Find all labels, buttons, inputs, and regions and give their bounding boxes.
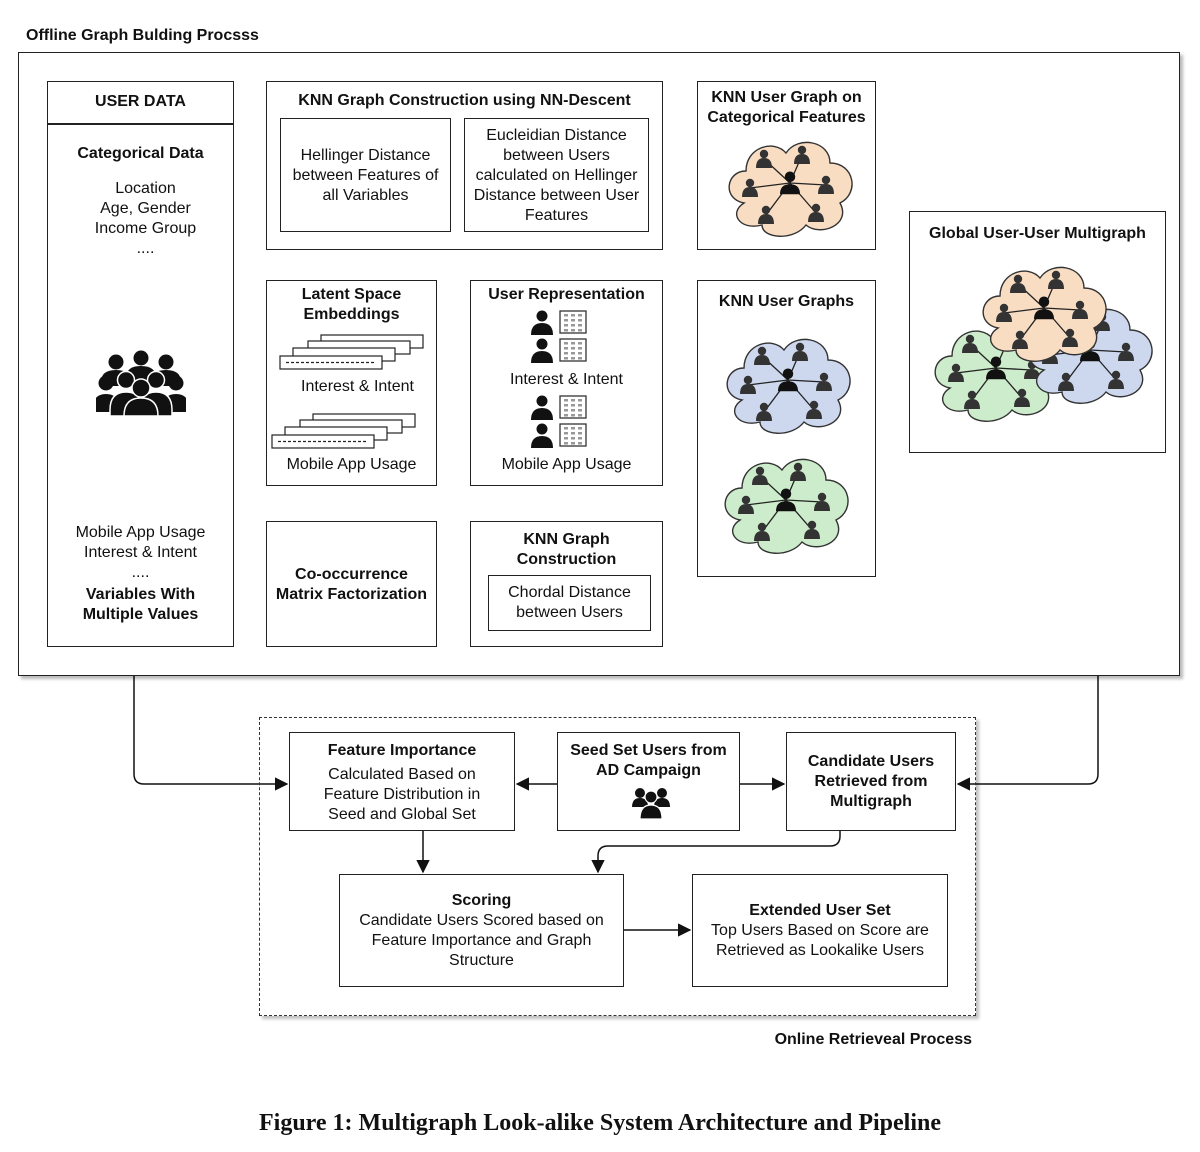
extended-user-set-box <box>692 874 948 987</box>
candidate-users-title: Candidate Users Retrieved from Multigrap… <box>807 753 935 810</box>
feature-importance-body: Calculated Based on Feature Distribution… <box>323 766 481 823</box>
arrow-userdata-to-feature-importance <box>133 647 289 791</box>
categorical-data-items: Location Age, Gender Income Group .... <box>94 180 197 257</box>
latent-embeddings-title: Latent Space Embeddings <box>301 286 402 323</box>
offline-section-title: Offline Graph Bulding Procsss <box>26 27 259 44</box>
knn-nn-descent-title: KNN Graph Construction using NN-Descent <box>298 92 631 109</box>
embedding-stack-icon <box>278 333 428 382</box>
embedding-stack-icon <box>270 412 420 461</box>
chordal-distance-text: Chordal Distance between Users <box>508 584 631 621</box>
person-vector-icon <box>530 309 594 340</box>
latent-embeddings-box <box>266 280 437 486</box>
extended-user-set-body: Top Users Based on Score are Retrieved a… <box>711 922 929 959</box>
scoring-box <box>339 874 624 987</box>
candidate-users-box <box>786 732 956 831</box>
latent-label-interest: Interest & Intent <box>301 378 414 395</box>
hellinger-distance-text: Hellinger Distance between Features of a… <box>292 147 439 204</box>
user-data-header: USER DATA <box>95 93 186 110</box>
extended-user-set-title: Extended User Set <box>749 902 891 919</box>
user-rep-label-app-usage: Mobile App Usage <box>501 456 632 473</box>
feature-importance-box <box>289 732 515 831</box>
user-graph-cloud-icon <box>722 133 862 248</box>
euclidean-distance-text: Eucleidian Distance between Users calcul… <box>473 127 640 224</box>
user-group-icon <box>632 785 670 824</box>
global-multigraph-title: Global User-User Multigraph <box>929 225 1146 242</box>
seed-set-title: Seed Set Users from AD Campaign <box>570 742 727 779</box>
knn-categorical-graph-title: KNN User Graph on Categorical Features <box>707 89 866 126</box>
arrow-multigraph-to-candidate <box>956 453 1099 791</box>
feature-importance-title: Feature Importance <box>327 742 477 759</box>
user-graph-cloud-icon <box>720 330 860 445</box>
figure-caption: Figure 1: Multigraph Look-alike System A… <box>259 1110 941 1136</box>
person-vector-icon <box>530 394 594 425</box>
user-representation-title: User Representation <box>488 286 645 303</box>
user-graph-cloud-icon <box>976 258 1116 373</box>
user-rep-label-interest: Interest & Intent <box>510 371 623 388</box>
latent-label-app-usage: Mobile App Usage <box>286 456 417 473</box>
user-graph-cloud-icon <box>718 450 858 565</box>
multi-value-items: Mobile App Usage Interest & Intent .... <box>75 524 206 581</box>
euclidean-distance-box <box>464 118 649 232</box>
categorical-data-title: Categorical Data <box>77 145 204 162</box>
chordal-distance-box <box>488 575 651 631</box>
hellinger-distance-box <box>280 118 451 232</box>
scoring-body: Candidate Users Scored based on Feature … <box>359 912 604 969</box>
scoring-title: Scoring <box>451 892 512 909</box>
cooccurrence-title: Co-occurrence Matrix Factorization <box>275 566 428 603</box>
knn-user-graphs-title: KNN User Graphs <box>718 293 855 310</box>
online-section-title: Online Retrieveal Process <box>774 1031 972 1048</box>
knn-graph-construction-title: KNN Graph Construction <box>516 531 617 568</box>
multi-value-title: Variables With Multiple Values <box>82 586 199 623</box>
online-container <box>259 717 976 1016</box>
person-vector-icon <box>530 337 594 368</box>
people-crowd-icon <box>93 350 189 421</box>
arrow-candidate-to-scoring <box>591 831 841 874</box>
person-vector-icon <box>530 422 594 453</box>
user-data-divider <box>47 123 234 125</box>
cooccurrence-box <box>266 521 437 647</box>
